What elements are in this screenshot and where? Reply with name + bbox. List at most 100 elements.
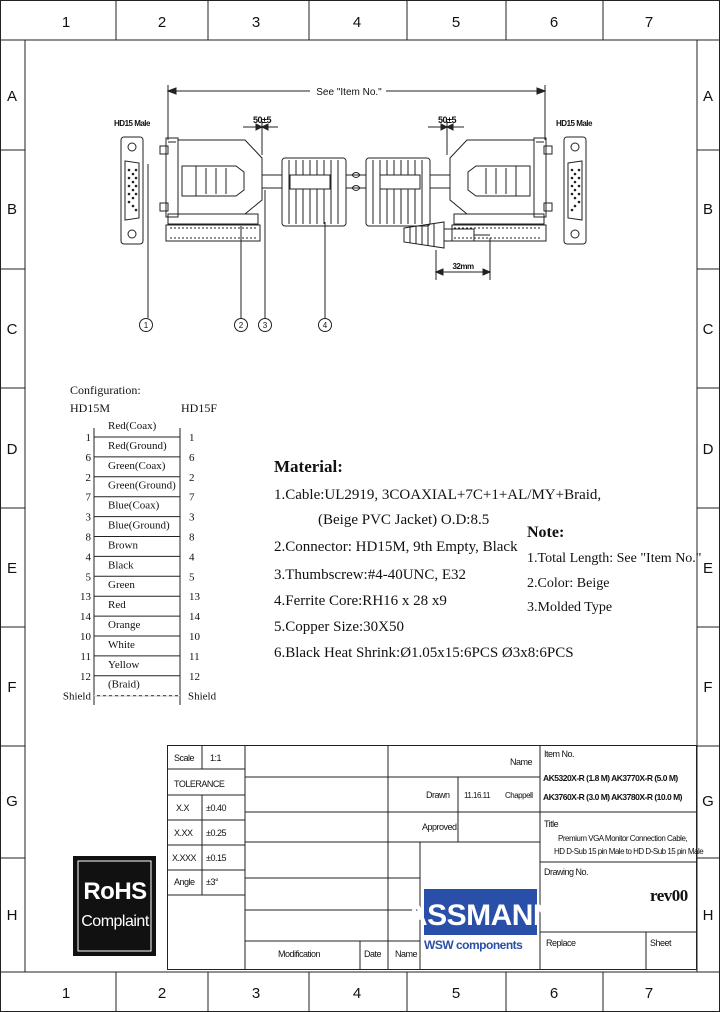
material-line: 4.Ferrite Core:RH16 x 28 x9 [274,593,447,609]
row-label: D [703,441,714,458]
title-line: HD D-Sub 15 pin Male to HD D-Sub 15 pin … [554,847,704,856]
pin-left: 13 [80,591,92,603]
row-label: H [703,907,714,924]
note-line: 2.Color: Beige [527,576,609,591]
material-section: Material: 1.Cable:UL2919, 3COAXIAL+7C+1+… [274,457,601,661]
row-label: D [7,441,18,458]
pin-right: 11 [189,651,200,663]
pin-right: 3 [189,512,195,524]
col-label: 6 [550,14,558,31]
col-label: 1 [62,985,70,1002]
cable-assembly-drawing: See "Item No." 50±5 50±5 HD15 Male HD15 … [114,84,594,318]
row-label: A [7,88,17,105]
wire-name: Blue(Coax) [108,500,160,512]
item-no-label: Item No. [544,749,574,759]
pin-right: 7 [189,492,195,504]
callout-1: 1 [144,321,149,330]
name-label-footer: Name [395,949,418,959]
tol-key: X.X [176,803,190,813]
total-length-label: See "Item No." [316,87,382,98]
wire-name: Red [108,599,126,611]
wire-name: Yellow [108,659,139,671]
zone-labels: 1 2 3 4 5 6 7 1 2 3 4 5 6 7 A B C D E F … [6,14,714,1002]
pin-left: 2 [86,472,92,484]
wire-name: Blue(Ground) [108,520,170,532]
col-label: 1 [62,14,70,31]
note-section: Note: 1.Total Length: See "Item No." 2.C… [527,524,702,615]
config-title: Configuration: [70,383,141,397]
assmann-wordmark: ASSMANN [406,899,554,932]
tol-value: ±3° [206,877,219,887]
wire-name: Black [108,559,134,571]
drawing-no-label: Drawing No. [544,867,588,877]
col-label: 4 [353,985,361,1002]
title-label: Title [544,819,559,829]
col-label: 6 [550,985,558,1002]
pin-left: 3 [86,512,92,524]
col-label: 2 [158,985,166,1002]
title-block [167,745,697,970]
pin-left: 4 [86,551,92,563]
note-line: 3.Molded Type [527,600,612,615]
scale-label: Scale [174,753,195,763]
pin-right: 14 [189,611,201,623]
modification-label: Modification [278,949,321,959]
ferrite-core-right [365,157,431,227]
pin-right: 12 [189,671,200,683]
part-callouts [139,318,332,332]
tol-key: X.XX [174,828,193,838]
callout-2: 2 [239,321,244,330]
revision: rev00 [650,886,688,905]
drawn-label: Drawn [426,790,450,800]
pin-right: 4 [189,551,195,563]
row-label: F [7,679,16,696]
date-label: Date [364,949,382,959]
title-line: Premium VGA Monitor Connection Cable, [558,834,687,843]
dim-right-label: 50±5 [438,115,456,125]
rohs-logo: RoHS Complaint [73,856,156,956]
wire-name: Green(Coax) [108,460,166,472]
col-label: 7 [645,14,653,31]
dim-left-label: 50±5 [253,115,271,125]
item-no-line: AK3760X-R (3.0 M) AK3780X-R (10.0 M) [543,792,683,802]
wsw-wordmark: WSW components [424,938,523,952]
wire-name: Green(Ground) [108,480,176,492]
config-right-header: HD15F [181,401,217,415]
tol-value: ±0.25 [206,828,226,838]
dim-32-label: 32mm [452,262,474,271]
total-length-dimension: See "Item No." [166,84,547,140]
material-line: (Beige PVC Jacket) O.D:8.5 [318,512,489,528]
pin-left: 5 [86,571,92,583]
approved-label: Approved [422,822,457,832]
item-no-line: AK5320X-R (1.8 M) AK3770X-R (5.0 M) [543,773,678,783]
pin-right: 2 [189,472,195,484]
rohs-subtext: Complaint [81,913,150,930]
left-connector-label: HD15 Male [114,119,151,128]
tol-key: X.XXX [172,853,197,863]
tol-value: ±0.40 [206,803,226,813]
note-line: 1.Total Length: See "Item No." [527,551,702,566]
pin-left: 1 [86,432,92,444]
row-label: A [703,88,713,105]
pin-right: 13 [189,591,201,603]
rohs-text: RoHS [83,878,147,905]
tol-value: ±0.15 [206,853,226,863]
pin-right: 8 [189,532,195,544]
assmann-logo: ASSMANN WSW components [406,889,555,952]
row-label: B [7,201,17,218]
note-title: Note: [527,524,564,541]
pin-right: 6 [189,452,195,464]
pin-left: 10 [80,631,92,643]
col-label: 2 [158,14,166,31]
material-line: 2.Connector: HD15M, 9th Empty, Black [274,539,518,555]
col-label: 3 [252,14,260,31]
pin-right: 1 [189,432,195,444]
pin-left: 8 [86,532,92,544]
left-connector-side [159,137,263,242]
col-label: 5 [452,985,460,1002]
name-header: Name [510,757,533,767]
col-label: 7 [645,985,653,1002]
row-label: B [703,201,713,218]
wire-name: (Braid) [108,679,140,691]
callout-3: 3 [263,321,268,330]
